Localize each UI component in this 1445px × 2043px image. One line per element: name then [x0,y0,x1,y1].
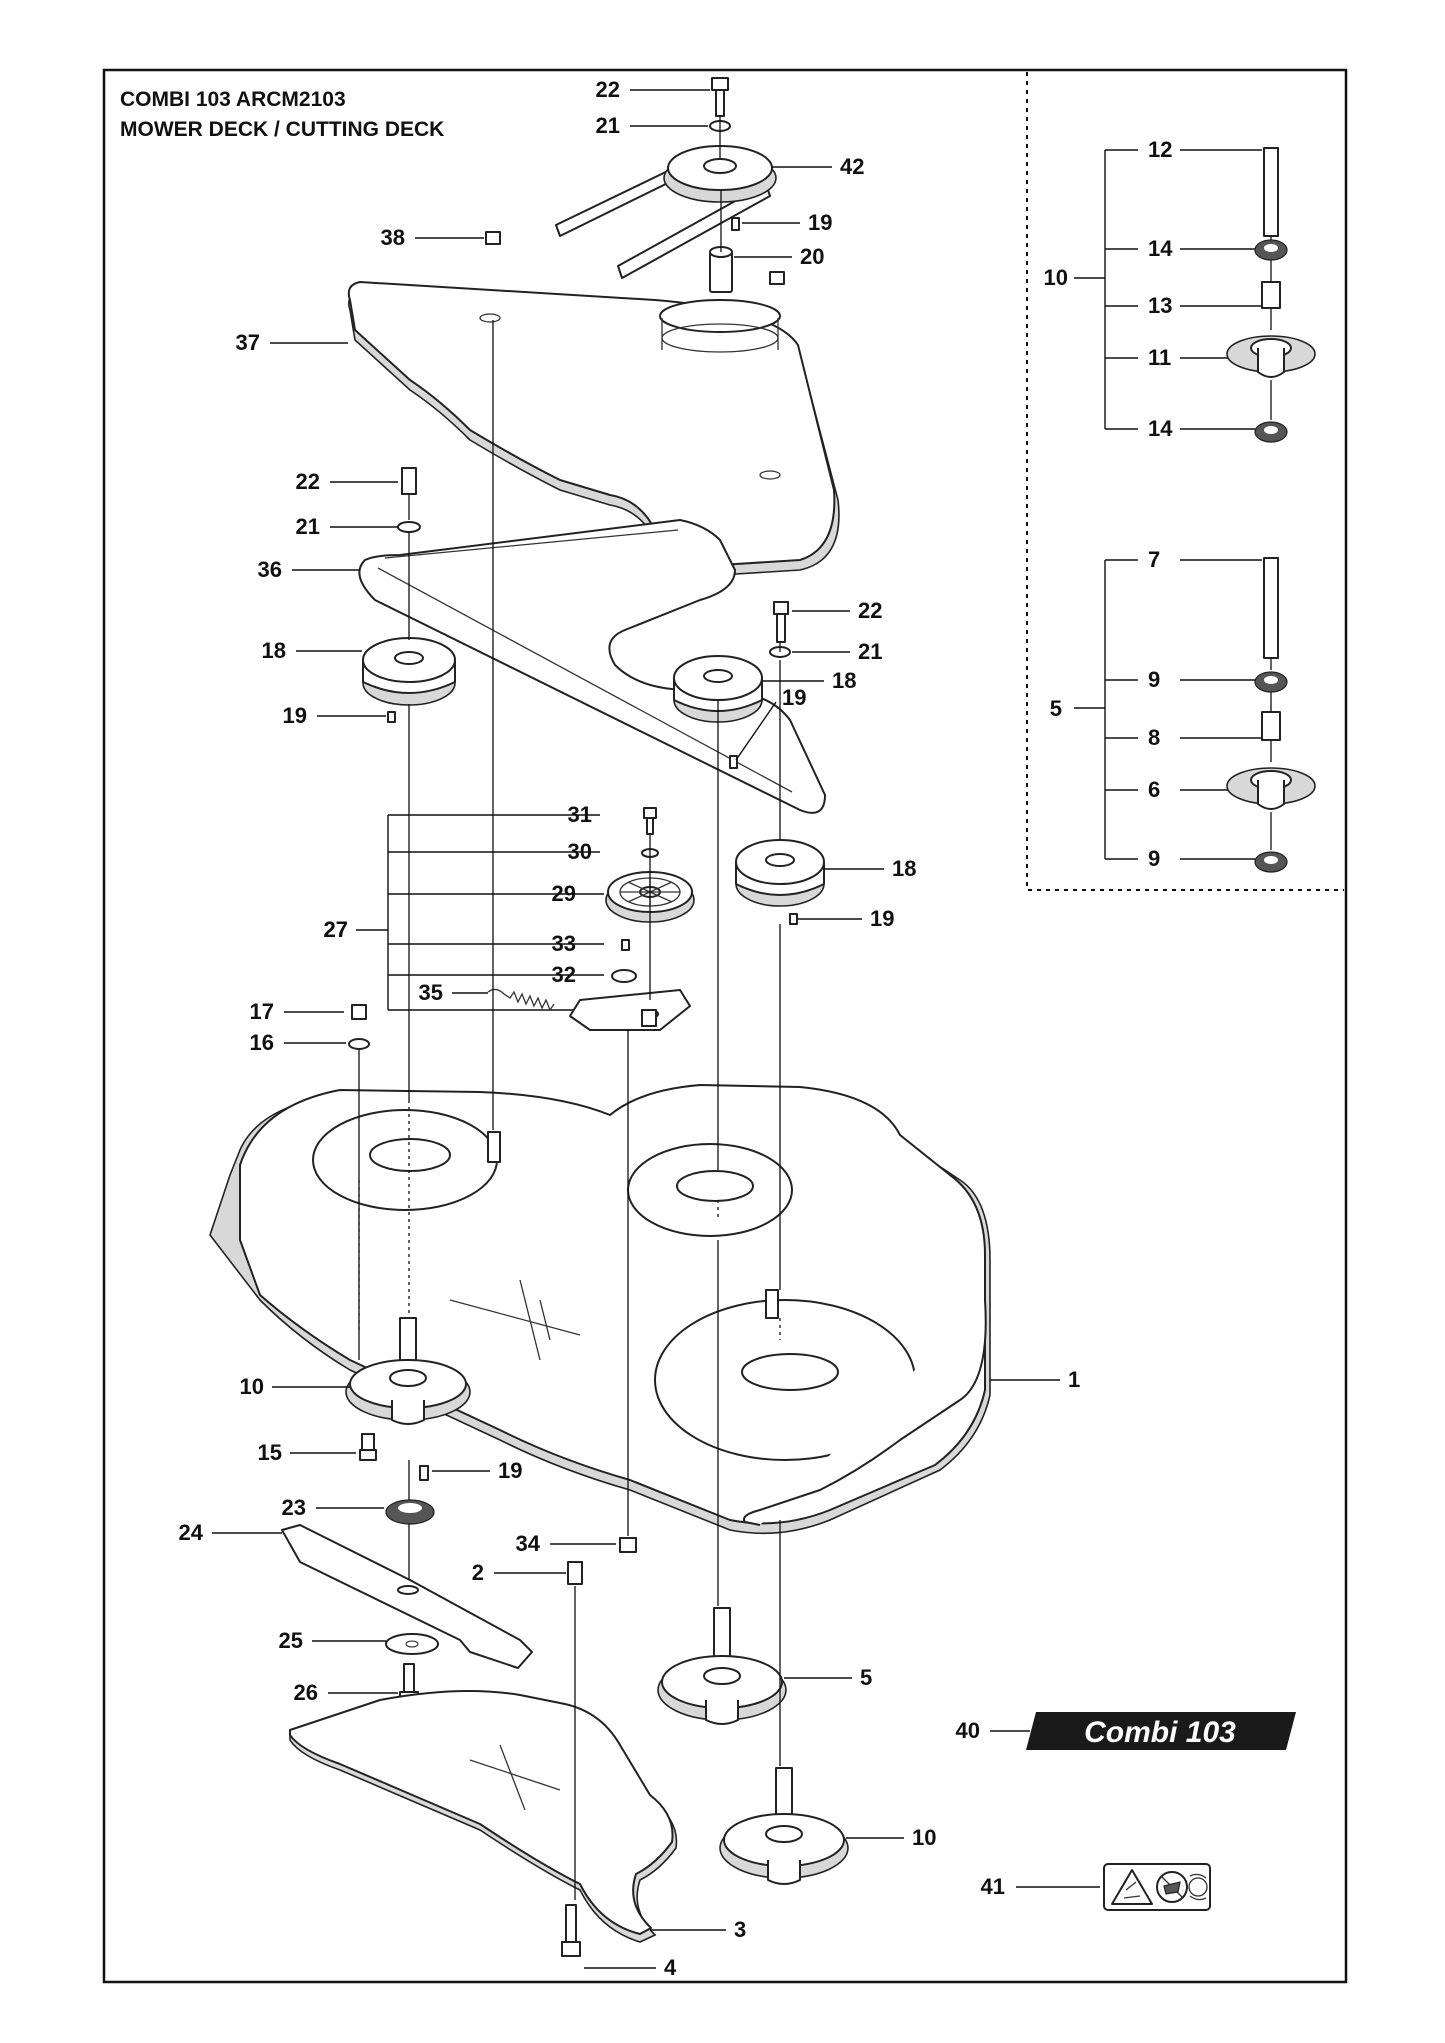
callout-c25: 25 [279,1628,303,1653]
kit-bottom-part-1: 7 [1148,547,1160,572]
callout-c19c: 19 [782,685,806,710]
callout-c24: 24 [179,1520,204,1545]
lower-spindle-10b [719,1767,904,1885]
callout-c30: 30 [568,839,592,864]
kit-bottom-part-3: 8 [1148,725,1160,750]
kit-top-part-2: 14 [1148,236,1173,261]
kit-top-part-5: 14 [1148,416,1173,441]
kit-bottom-part-4: 6 [1148,777,1160,802]
callout-c23: 23 [282,1495,306,1520]
lower-spindle-left [272,1317,490,1525]
kit-bottom-part-2: 9 [1148,667,1160,692]
callout-c3: 3 [734,1917,746,1942]
callout-c26: 26 [294,1680,318,1705]
blade-assembly [212,1524,533,1705]
decal-background [1026,1712,1296,1750]
kit-top-part-4: 11 [1148,345,1171,370]
callout-c37: 37 [236,330,260,355]
callout-c17: 17 [250,999,274,1024]
callout-c19e: 19 [498,1458,522,1483]
callout-leaders [270,89,884,920]
callout-c19b: 19 [283,703,307,728]
callout-labels: 2221421920383722213622211818191931301829… [179,77,1081,1980]
lower-spindle-5 [657,1607,852,1725]
bottom-cover-3 [289,1690,726,1969]
callout-c18a: 18 [262,638,286,663]
callout-c16: 16 [250,1030,274,1055]
callout-c38: 38 [381,225,405,250]
callout-c19d: 19 [870,906,894,931]
callout-c18c: 18 [892,856,916,881]
callout-c21a: 21 [596,113,620,138]
callout-c21b: 21 [296,514,320,539]
model-decal-40: Combi 103 [990,1712,1296,1750]
callout-c19a: 19 [808,210,832,235]
callout-c42: 42 [840,154,864,179]
callout-c35: 35 [419,980,443,1005]
callout-c10a: 10 [240,1374,264,1399]
kit-bottom-group-label: 5 [1050,696,1062,721]
callout-c36: 36 [258,557,282,582]
callout-c4: 4 [664,1955,677,1980]
kit-spindle-5: 5 7 9 8 6 9 [1050,547,1316,873]
warning-triangle-icon [1111,1869,1153,1905]
callout-c5a: 5 [860,1665,872,1690]
idle-pulleys [362,467,825,925]
callout-c33: 33 [552,931,576,956]
kit-box [1026,72,1344,891]
callout-c34: 34 [516,1531,541,1556]
callout-c29: 29 [552,881,576,906]
callout-c31: 31 [568,802,592,827]
callout-c22c: 22 [858,598,882,623]
warning-decal-41 [1016,1863,1211,1911]
kit-top-part-3: 13 [1148,293,1172,318]
page-frame [102,68,1348,1984]
rotating-blade-icon [1188,1877,1208,1897]
callout-c1: 1 [1068,1367,1080,1392]
kit-bottom-part-5: 9 [1148,846,1160,871]
belt-cover-37 [347,231,840,576]
top-pulley-assembly [555,77,777,293]
callout-c22b: 22 [296,469,320,494]
callout-c41: 41 [981,1874,1005,1899]
callout-c2: 2 [472,1560,484,1585]
kit-top-group-label: 10 [1044,265,1068,290]
studs-2-34 [494,1537,637,1585]
callout-c40: 40 [956,1718,980,1743]
callout-c22a: 22 [596,77,620,102]
decal-text: Combi 103 [1084,1716,1236,1749]
kit-spindle-10: 10 12 14 13 11 14 [1044,137,1316,443]
callout-c18b: 18 [832,668,856,693]
callout-c21c: 21 [858,639,882,664]
callout-c32: 32 [552,962,576,987]
kit-top-part-1: 12 [1148,137,1172,162]
callout-c15: 15 [258,1440,282,1465]
header-subtitle: MOWER DECK / CUTTING DECK [120,118,444,141]
callout-c27: 27 [324,917,348,942]
nut-washer-16-17 [284,1004,370,1050]
tensioner-assembly-27: 27 [324,807,695,1031]
group-27-label: 27 [324,917,348,942]
callout-c10b: 10 [912,1825,936,1850]
assembly-axes [358,116,781,1900]
cutting-deck-1 [209,1084,1060,1535]
header-title: COMBI 103 ARCM2103 [120,88,346,111]
drive-belt-36 [358,519,826,814]
callout-c20: 20 [800,244,824,269]
